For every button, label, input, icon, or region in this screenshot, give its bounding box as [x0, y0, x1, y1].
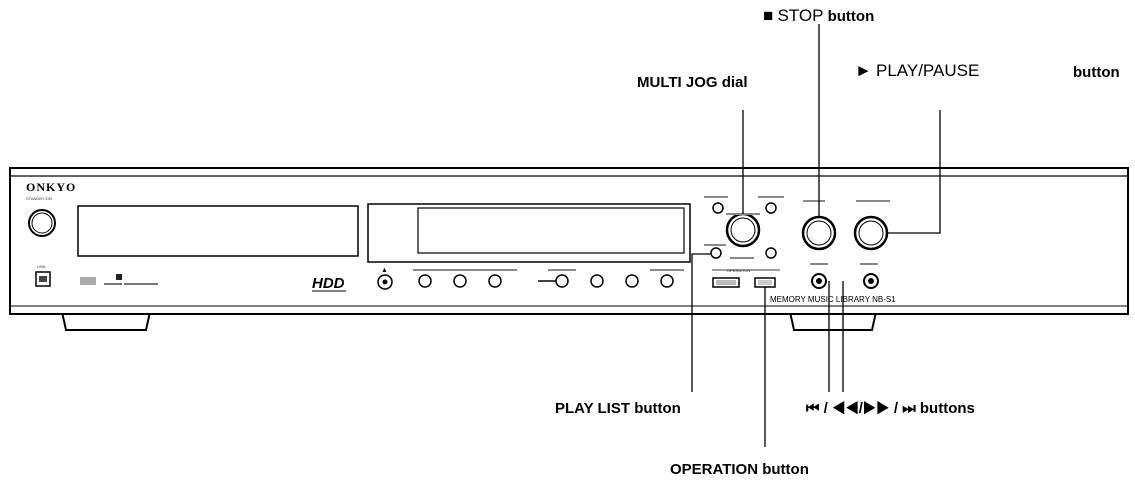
stop-button-inner — [806, 220, 832, 246]
play-symbol-icon: ► — [855, 61, 872, 80]
stop-callout-name: STOP — [777, 6, 824, 25]
stop-callout: ■ STOP button — [763, 6, 874, 26]
play-pause-callout-name: PLAY/PAUSE — [876, 61, 980, 80]
eject-icon: ▲ — [381, 267, 388, 274]
skip-left-label — [810, 263, 828, 265]
left-display-window — [77, 205, 359, 257]
logo-text-1 — [104, 283, 122, 285]
skip-symbols-icon: ⏮ / ◀◀/▶▶ / ⏭ — [806, 400, 916, 417]
standby-button-inner — [31, 212, 53, 234]
top-right-label — [758, 196, 784, 198]
play-list-sub-label — [730, 257, 754, 259]
play-pause-button-inner — [858, 220, 884, 246]
play-list-callout: PLAY LIST button — [555, 400, 681, 417]
function-button-5[interactable] — [590, 274, 604, 288]
function-button-7[interactable] — [660, 274, 674, 288]
eject-button-core — [382, 279, 388, 285]
logo-text-2 — [124, 283, 158, 285]
usb-port-inner — [39, 276, 47, 282]
usb-label: USB — [37, 264, 46, 269]
skip-back-button-core — [816, 278, 822, 284]
top-left-small-button[interactable] — [712, 202, 724, 214]
top-left-label — [704, 196, 728, 198]
function-button-1[interactable] — [418, 274, 432, 288]
function-labels-2 — [548, 269, 576, 271]
stop-symbol-icon: ■ — [763, 6, 774, 25]
brand-logo: ONKYO — [26, 180, 76, 194]
function-button-3[interactable] — [488, 274, 502, 288]
play-list-leader — [691, 253, 711, 392]
leader-lines — [691, 24, 941, 447]
skip-right-label — [860, 263, 878, 265]
skip-callout-suffix: buttons — [919, 400, 975, 417]
function-labels-1 — [413, 269, 517, 271]
play-pause-leader — [887, 110, 941, 234]
function-button-4[interactable] — [555, 274, 569, 288]
play-pause-label-bar — [856, 200, 890, 202]
operation-button-inner — [758, 280, 772, 285]
function-button-6[interactable] — [625, 274, 639, 288]
play-pause-callout: ► PLAY/PAUSE — [855, 61, 979, 81]
skip-buttons-callout: ⏮ / ◀◀/▶▶ / ⏭ buttons — [806, 400, 975, 417]
logo-mark-1 — [80, 277, 96, 285]
standby-label: STANDBY/ON — [26, 196, 52, 201]
play-list-right-button[interactable] — [765, 247, 777, 259]
stop-callout-suffix: button — [827, 8, 875, 25]
model-label: MEMORY MUSIC LIBRARY NB-S1 — [770, 295, 896, 304]
right-display-window — [417, 207, 685, 254]
skip-forward-button-core — [868, 278, 874, 284]
multi-jog-dial-inner — [730, 217, 756, 243]
stop-label-bar — [803, 200, 825, 202]
function-button-2[interactable] — [453, 274, 467, 288]
operation-left-button-inner — [716, 280, 736, 285]
play-list-label-bar — [704, 244, 726, 246]
logo-mark-2 — [116, 274, 122, 280]
top-right-small-button[interactable] — [765, 202, 777, 214]
operation-callout: OPERATION button — [670, 461, 809, 478]
function-buttons — [413, 269, 684, 288]
operation-label: OPERATION — [727, 268, 750, 273]
play-pause-callout-suffix: button — [1073, 64, 1120, 81]
play-list-button[interactable] — [710, 247, 722, 259]
function-labels-3 — [650, 269, 684, 271]
multi-jog-callout: MULTI JOG dial — [637, 74, 748, 91]
hdd-logo: HDD — [312, 275, 345, 292]
